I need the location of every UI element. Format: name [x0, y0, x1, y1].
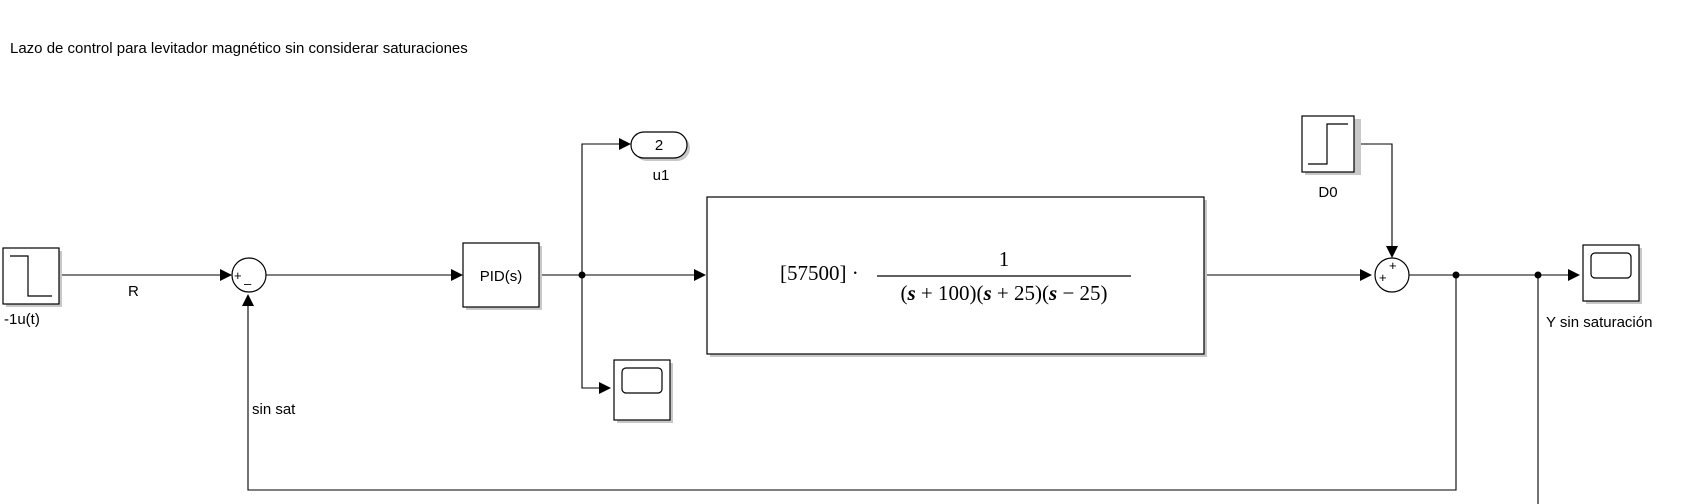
wire-branch-to-scope[interactable]: [581, 275, 601, 389]
arrowhead: [242, 294, 254, 306]
wires: [61, 143, 1570, 504]
disturbance-step-block[interactable]: [1301, 115, 1361, 175]
sum-output-block[interactable]: + +: [1374, 257, 1410, 293]
arrowhead: [451, 269, 463, 281]
scope-control-block[interactable]: [613, 359, 673, 423]
step-down-icon: [10, 255, 52, 297]
arrowhead: [599, 382, 611, 394]
arrowhead: [1360, 269, 1372, 281]
pid-label: PID(s): [480, 268, 523, 285]
wire-feedback[interactable]: [247, 275, 1457, 491]
arrowhead: [694, 269, 706, 281]
tf-gain: [57500] ·: [780, 261, 859, 285]
disturbance-step-label: D0: [1318, 184, 1337, 201]
arrowhead: [619, 138, 631, 150]
step-input-block[interactable]: [2, 247, 62, 307]
branch-point: [578, 271, 586, 279]
pid-controller-block[interactable]: PID(s): [462, 242, 542, 310]
branch-point: [1452, 271, 1460, 279]
wire-disturbance-to-sum[interactable]: [1354, 143, 1393, 248]
arrowhead: [1386, 246, 1398, 258]
step-input-label: -1u(t): [4, 311, 40, 328]
outport-number: 2: [655, 137, 663, 154]
tf-numerator: 1: [999, 247, 1010, 271]
scope-output-label: Y sin saturación: [1546, 314, 1652, 331]
sum-sign-minus: –: [244, 276, 252, 291]
scope-icon: [621, 367, 663, 394]
arrowhead: [1568, 269, 1580, 281]
outport-block[interactable]: 2: [630, 131, 690, 161]
wire-branch-to-outport[interactable]: [581, 143, 621, 275]
arrowhead: [220, 269, 232, 281]
scope-icon: [1590, 252, 1632, 279]
sum-sign-plus: +: [1379, 270, 1387, 285]
transfer-function-block[interactable]: [57500] · 1 (s + 100)(s + 25)(s − 25): [706, 196, 1207, 357]
tf-denominator: (s + 100)(s + 25)(s − 25): [900, 281, 1107, 305]
sum-error-block[interactable]: + –: [231, 257, 267, 293]
arrowheads: [220, 138, 1580, 394]
sum-sign-plus: +: [234, 268, 242, 283]
step-up-icon: [1308, 123, 1348, 165]
signal-label-feedback: sin sat: [252, 401, 296, 418]
branch-point: [1534, 271, 1542, 279]
scope-output-block[interactable]: [1582, 244, 1642, 304]
sum-sign-plus: +: [1389, 258, 1397, 273]
diagram-title: Lazo de control para levitador magnético…: [10, 40, 468, 57]
signal-label-reference: R: [128, 283, 139, 300]
outport-label: u1: [653, 167, 670, 184]
